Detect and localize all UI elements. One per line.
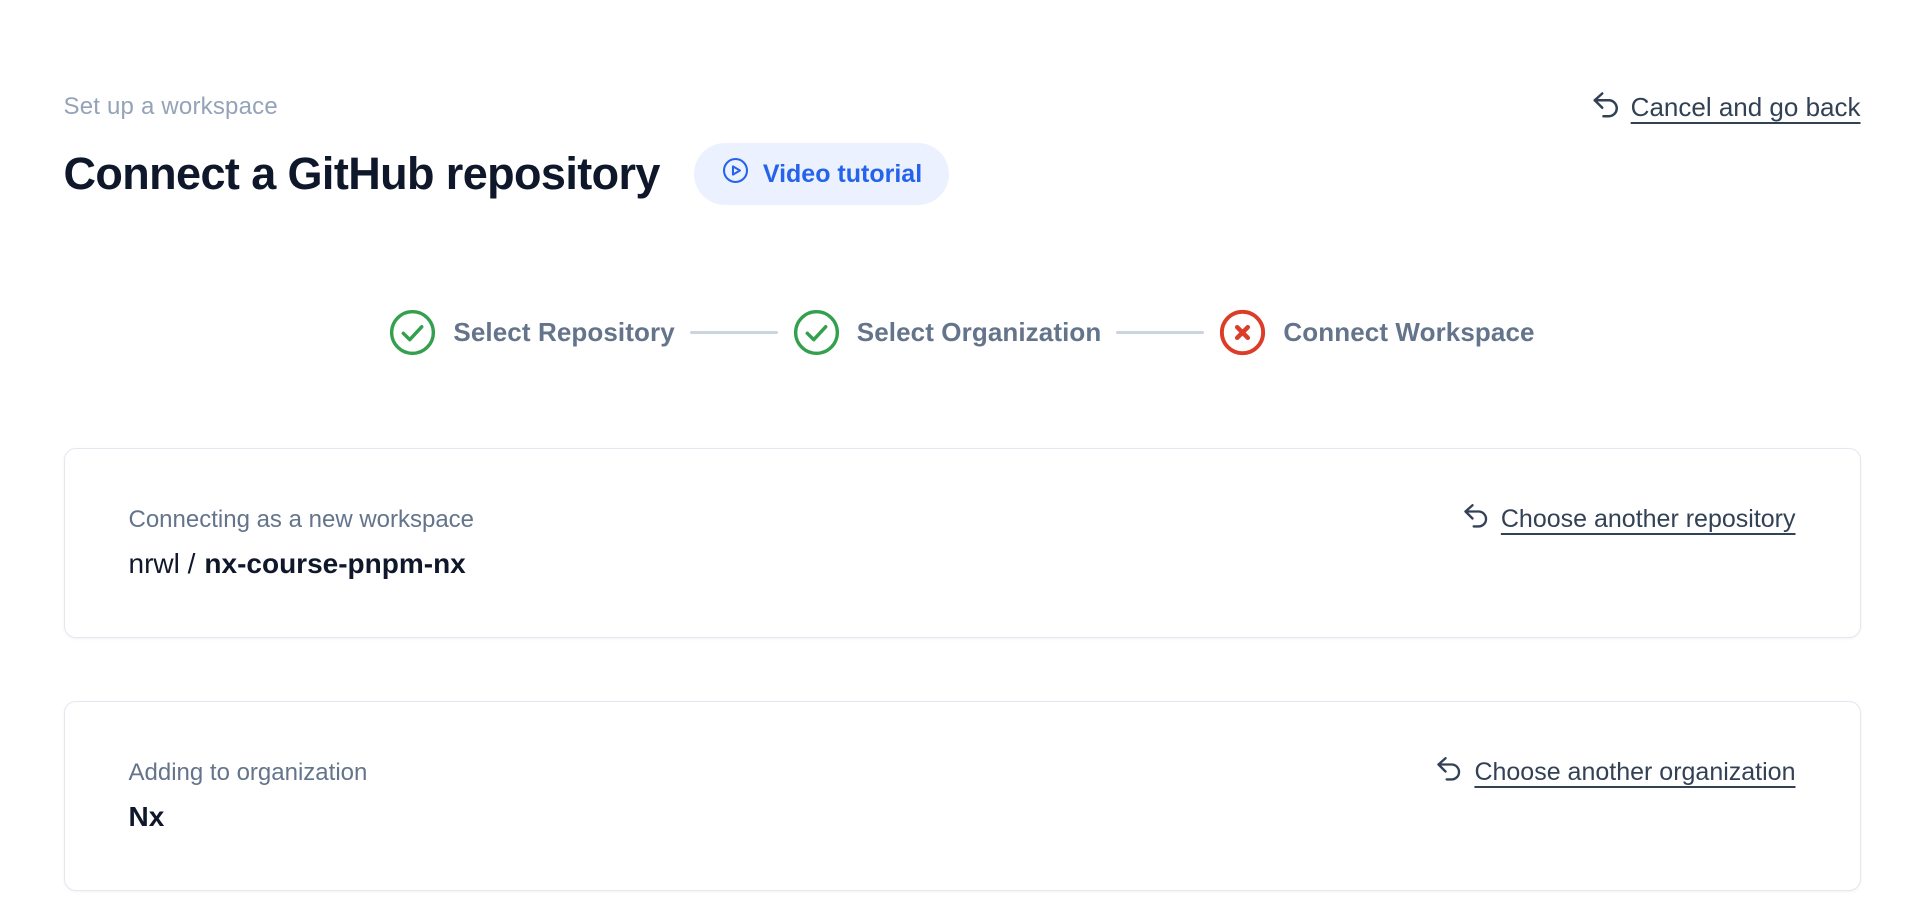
repository-card-info: Connecting as a new workspace nrwl / nx-c… [129,505,475,582]
undo-icon [1435,754,1463,790]
page-header: Set up a workspace Cancel and go back [64,92,1861,125]
repository-repo: nx-course-pnpm-nx [204,548,466,579]
undo-icon [1462,501,1490,537]
choose-another-organization-label: Choose another organization [1474,758,1796,786]
step-label: Select Organization [856,317,1102,347]
repository-card: Connecting as a new workspace nrwl / nx-c… [63,448,1861,638]
step-select-repository: Select Repository [389,309,675,356]
check-circle-icon [389,309,436,356]
organization-name: Nx [128,801,165,832]
check-circle-icon [793,309,840,356]
step-label: Select Repository [453,317,675,347]
organization-card: Adding to organization Nx Choose another… [63,701,1861,891]
organization-card-info: Adding to organization Nx [129,758,368,835]
repository-owner: nrwl / [128,548,196,579]
step-connect-workspace: Connect Workspace [1219,309,1534,356]
step-select-organization: Select Organization [793,309,1102,356]
eyebrow-text: Set up a workspace [63,93,278,120]
step-label: Connect Workspace [1283,317,1535,347]
play-circle-icon [721,156,750,192]
organization-card-label: Adding to organization [128,759,368,786]
choose-another-organization-link[interactable]: Choose another organization [1435,754,1796,790]
undo-icon [1591,89,1621,125]
progress-stepper: Select Repository Select Organization Co… [64,309,1861,356]
x-circle-icon [1219,309,1266,356]
cancel-and-go-back-link[interactable]: Cancel and go back [1591,89,1861,125]
choose-another-repository-label: Choose another repository [1500,505,1796,533]
stepper-connector [1116,331,1205,334]
cancel-link-label: Cancel and go back [1630,92,1861,122]
stepper-connector [689,331,778,334]
setup-workspace-page: Set up a workspace Cancel and go back Co… [63,0,1861,891]
video-tutorial-label: Video tutorial [762,159,923,188]
video-tutorial-button[interactable]: Video tutorial [693,143,950,205]
choose-another-repository-link[interactable]: Choose another repository [1462,501,1796,537]
repository-name: nrwl / nx-course-pnpm-nx [129,546,475,582]
repository-card-label: Connecting as a new workspace [128,506,475,533]
title-row: Connect a GitHub repository Video tutori… [64,143,1861,205]
page-title: Connect a GitHub repository [63,148,661,199]
